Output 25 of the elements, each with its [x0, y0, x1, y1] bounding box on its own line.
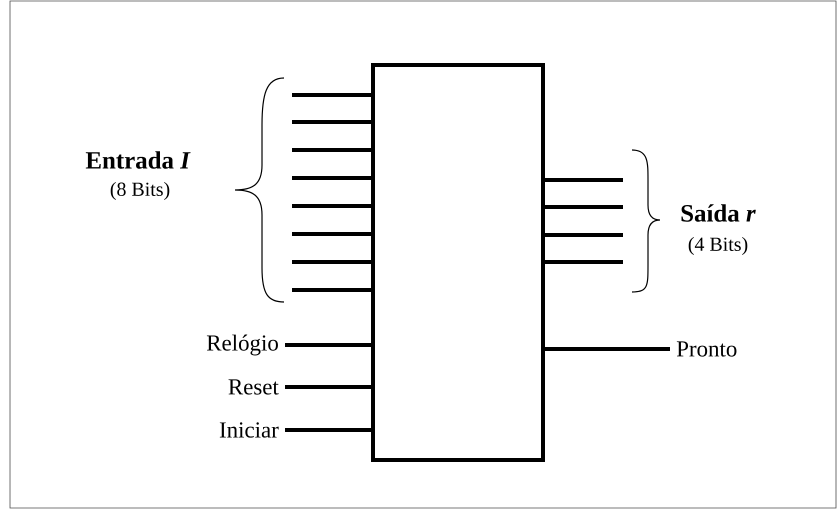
signal-line: [285, 385, 371, 389]
signal-line: [292, 232, 371, 236]
signal-line: [545, 347, 670, 351]
block-box: [371, 62, 545, 462]
signal-line: [292, 260, 371, 264]
signal-line: [545, 260, 623, 264]
bus-label: Saída r: [682, 204, 756, 222]
signal-line: [292, 288, 371, 292]
signal-line: [292, 120, 371, 124]
signal-line: [545, 205, 623, 209]
signal-line: [292, 204, 371, 208]
signal-line: [545, 178, 623, 182]
signal-line: [285, 343, 371, 347]
bit-count: (4 Bits): [688, 236, 748, 256]
bus-label: Entrada I: [86, 151, 191, 169]
signal-line: [545, 233, 623, 237]
signal-line: [292, 93, 371, 97]
signal-line: [292, 148, 371, 152]
signal-label: Iniciar: [220, 422, 279, 438]
signal-line: [292, 176, 371, 180]
signal-label: Relógio: [206, 334, 278, 356]
signal-label: Pronto: [676, 341, 736, 357]
signal-line: [285, 428, 371, 432]
signal-label: Reset: [228, 379, 279, 395]
bit-count: (8 Bits): [110, 182, 170, 200]
